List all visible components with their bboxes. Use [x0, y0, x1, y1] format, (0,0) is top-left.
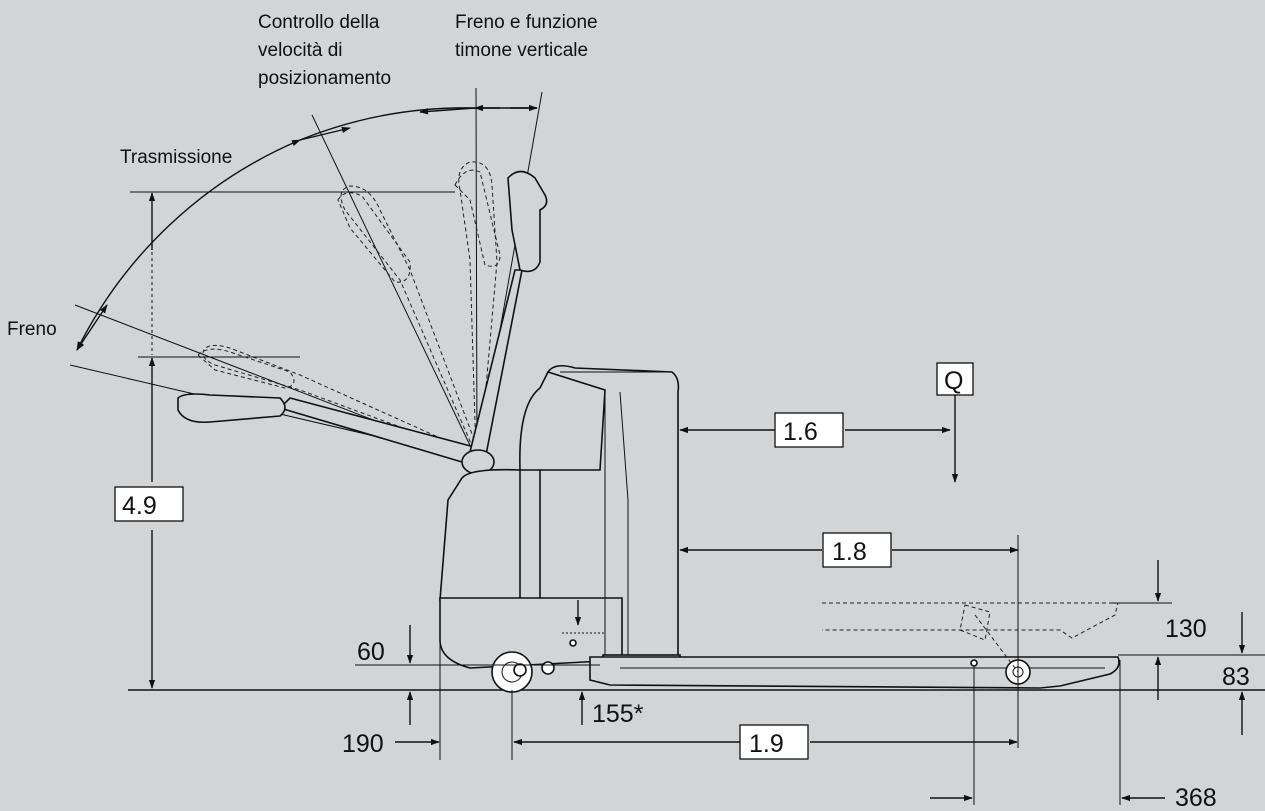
dim-label-155: 155* [592, 700, 644, 728]
label-brake-vertical-line2: timone verticale [455, 40, 588, 61]
dim-368 [930, 660, 1165, 805]
label-positioning-line3: posizionamento [258, 68, 391, 89]
dim-label-4-9: 4.9 [122, 492, 157, 520]
box-1-9 [739, 724, 809, 760]
dim-130-83 [1110, 560, 1265, 735]
label-brake: Freno [7, 319, 57, 340]
dim-4-9 [130, 191, 455, 689]
dim-1-9 [395, 600, 1018, 760]
dim-60-155 [355, 625, 600, 725]
box-4-9 [114, 486, 184, 522]
dim-label-1-6: 1.6 [783, 418, 818, 446]
label-positioning-line1: Controllo della [258, 12, 380, 33]
label-brake-vertical-line1: Freno e funzione [455, 12, 598, 33]
dim-1-8 [679, 535, 1019, 748]
dim-label-1-8: 1.8 [832, 538, 867, 566]
dim-1-6 [679, 395, 959, 483]
dim-label-190: 190 [342, 730, 384, 758]
box-1-8 [822, 532, 892, 568]
dim-label-83: 83 [1222, 663, 1250, 691]
ghost-tiller-positions [197, 161, 501, 456]
label-drive: Trasmissione [120, 147, 232, 168]
truck-chassis [439, 364, 1120, 693]
tiller-arm [177, 170, 548, 475]
dim-label-368: 368 [1175, 784, 1217, 811]
load-label-q: Q [944, 367, 963, 395]
dim-label-60: 60 [357, 638, 385, 666]
box-1-6 [774, 412, 844, 448]
dim-label-1-9: 1.9 [749, 730, 784, 758]
dim-label-130: 130 [1165, 615, 1207, 643]
label-positioning-line2: velocità di [258, 40, 343, 61]
box-q [936, 362, 974, 396]
